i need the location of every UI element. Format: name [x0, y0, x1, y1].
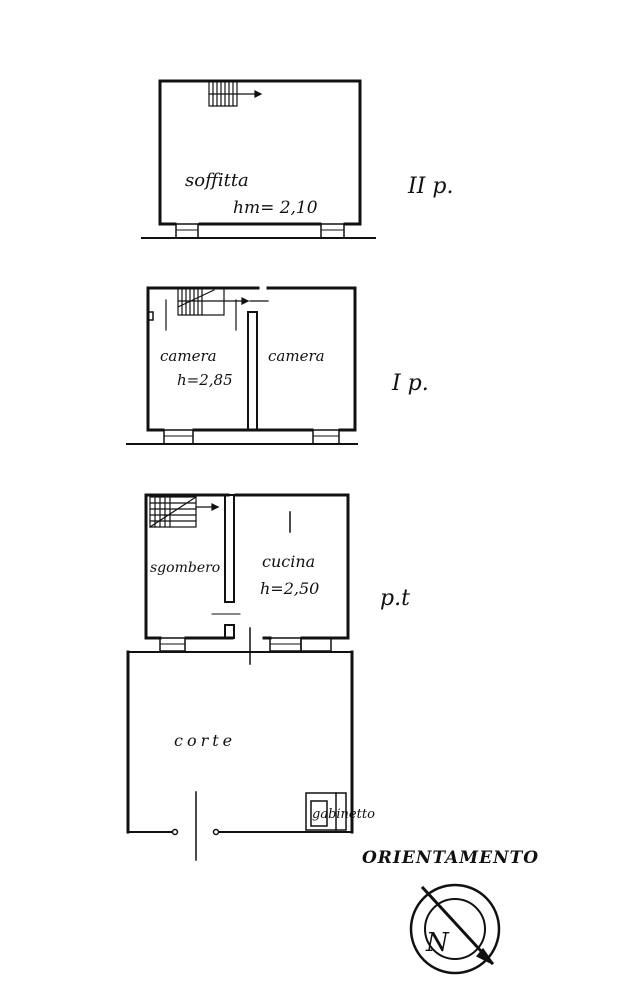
wc-label: gabinetto — [312, 807, 375, 822]
ground-window-left — [159, 637, 186, 652]
compass-icon — [409, 883, 501, 975]
ground-room-left-label: sgombero — [150, 560, 220, 576]
floor1-window-right — [312, 429, 340, 445]
north-label: N — [425, 928, 450, 958]
floor2-window-right — [320, 223, 345, 239]
floor1-room-left-label: camera — [160, 347, 217, 365]
orientation-label: ORIENTAMENTO — [362, 848, 539, 868]
courtyard-walls — [126, 650, 354, 861]
floor1-stair — [165, 287, 269, 331]
ground-stair — [149, 496, 220, 528]
floor2-floor-label: II p. — [407, 174, 453, 199]
ground-room-right-label: cucina — [262, 552, 315, 571]
ground-window-right — [269, 637, 302, 652]
ground-plan — [126, 493, 354, 861]
floor2-window-left — [175, 223, 199, 239]
floor1-height-left-label: h=2,85 — [177, 371, 233, 389]
ground-height-right-label: h=2,50 — [260, 579, 319, 598]
floor1-plan — [126, 286, 358, 445]
wc-block — [305, 792, 347, 831]
floor2-height-label: hm= 2,10 — [233, 198, 318, 218]
floor2-stair — [208, 80, 263, 107]
floor2-room-label: soffitta — [185, 170, 249, 191]
courtyard-label: corte — [174, 731, 236, 750]
floor1-window-left — [163, 429, 194, 445]
floor2-plan — [141, 79, 376, 239]
ground-floor-label: p.t — [380, 586, 410, 611]
floor1-room-right-label: camera — [268, 347, 325, 365]
floor1-floor-label: I p. — [391, 371, 429, 396]
